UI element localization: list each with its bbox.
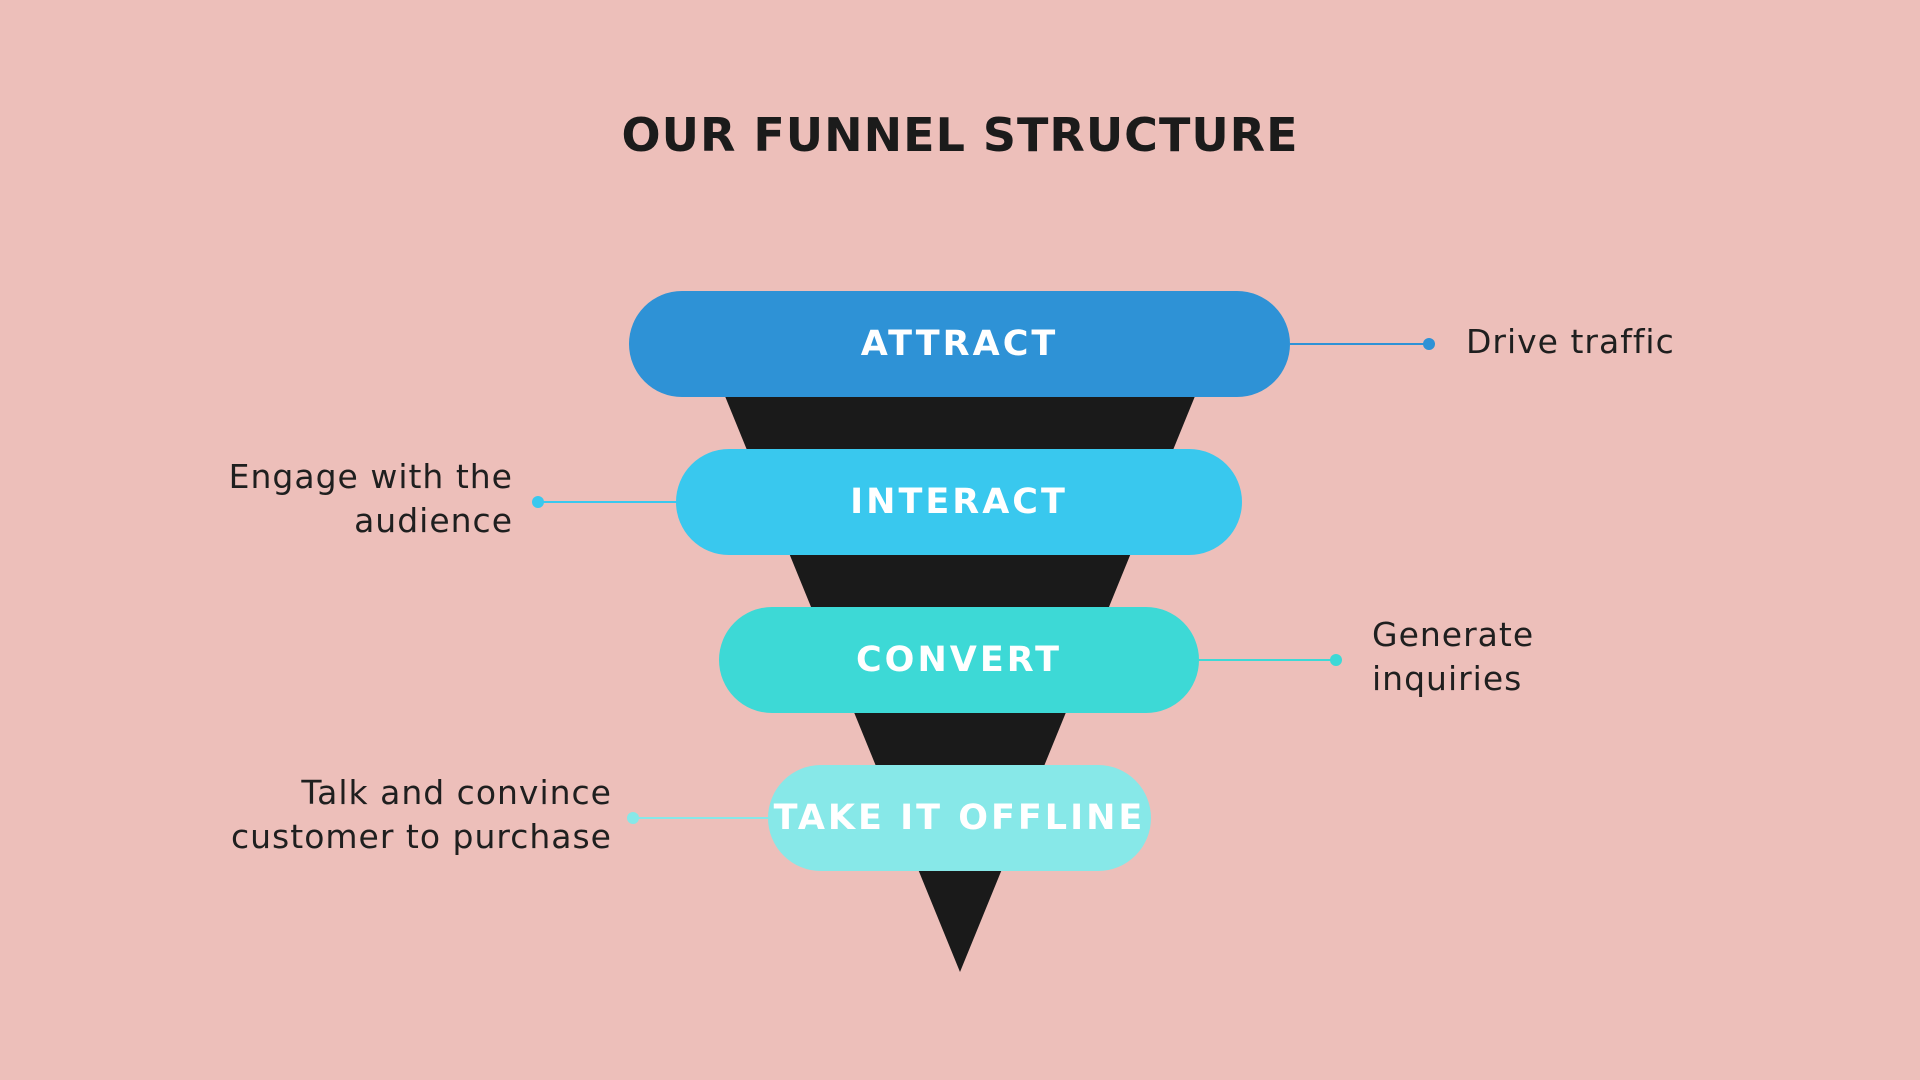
diagram-title: OUR FUNNEL STRUCTURE <box>621 108 1299 162</box>
stage-take-it-offline-description-line-2: customer to purchase <box>231 817 612 856</box>
stage-interact-label: INTERACT <box>850 482 1068 522</box>
stage-convert-connector-dot <box>1330 654 1342 666</box>
stage-attract: ATTRACT <box>629 291 1290 397</box>
stage-take-it-offline-connector <box>633 817 768 819</box>
stage-take-it-offline-description: Talk and convince customer to purchase <box>231 771 612 859</box>
stage-convert-description-line-2: inquiries <box>1372 659 1523 698</box>
stage-interact-connector-dot <box>532 496 544 508</box>
stage-interact: INTERACT <box>676 449 1242 555</box>
stage-attract-description-line: Drive traffic <box>1466 322 1675 361</box>
stage-take-it-offline-description-line-1: Talk and convince <box>301 773 612 812</box>
stage-convert: CONVERT <box>719 607 1199 713</box>
stage-take-it-offline-label: TAKE IT OFFLINE <box>773 798 1146 838</box>
stage-convert-label: CONVERT <box>856 640 1062 680</box>
stage-convert-connector <box>1199 659 1337 661</box>
stage-convert-description-line-1: Generate <box>1372 615 1535 654</box>
stage-interact-connector <box>538 501 676 503</box>
stage-interact-description-line-2: audience <box>354 501 513 540</box>
stage-attract-description: Drive traffic <box>1466 320 1675 364</box>
stage-attract-connector <box>1290 343 1430 345</box>
stage-attract-connector-dot <box>1423 338 1435 350</box>
stage-take-it-offline-connector-dot <box>627 812 639 824</box>
stage-convert-description: Generate inquiries <box>1372 613 1534 701</box>
stage-attract-label: ATTRACT <box>860 324 1059 364</box>
stage-interact-description: Engage with the audience <box>229 455 513 543</box>
stage-take-it-offline: TAKE IT OFFLINE <box>768 765 1151 871</box>
stage-interact-description-line-1: Engage with the <box>228 457 513 496</box>
